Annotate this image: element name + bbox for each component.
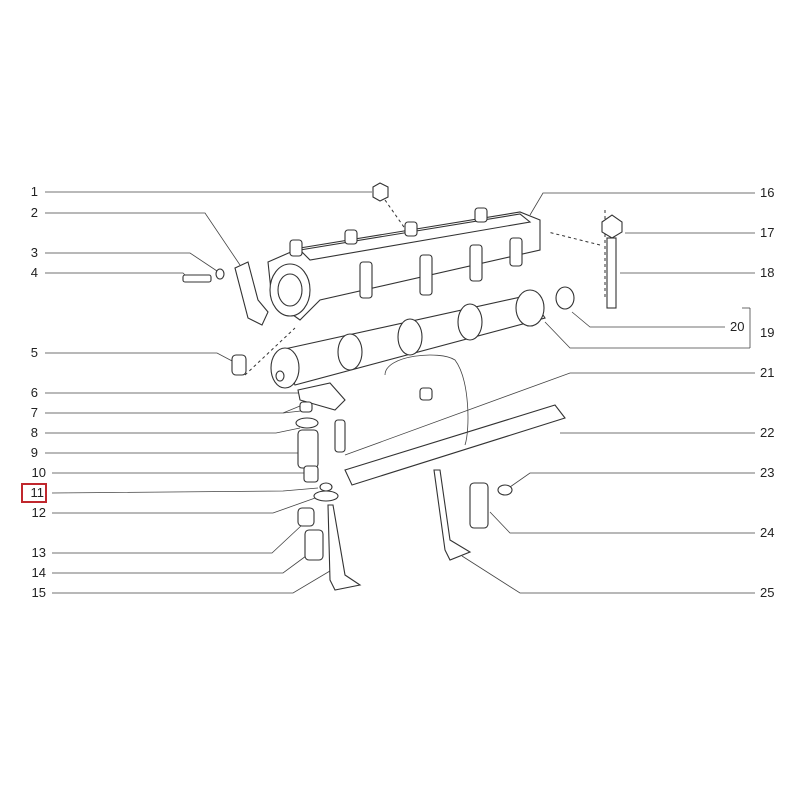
callout-2[interactable]: 2 [30, 205, 38, 220]
rocker-shaft-housing [267, 207, 541, 321]
dowel-5 [231, 354, 247, 376]
callout-22[interactable]: 22 [760, 425, 775, 440]
small-parts [182, 182, 623, 591]
callout-3[interactable]: 3 [30, 245, 38, 260]
valve-25 [433, 469, 472, 561]
collets-7 [299, 401, 313, 413]
wire-21 [384, 354, 469, 446]
leader-lines-right [344, 192, 755, 594]
seal-ring-23 [497, 484, 513, 496]
callout-19[interactable]: 19 [760, 325, 775, 340]
adjuster-screw [334, 419, 346, 453]
valve-15 [327, 504, 362, 591]
bolt-4 [182, 274, 212, 283]
callout-15[interactable]: 15 [31, 585, 46, 600]
callout-21[interactable]: 21 [760, 365, 775, 380]
callout-13[interactable]: 13 [31, 545, 46, 560]
spring-cap-8 [295, 417, 319, 429]
assembly-arrow [547, 231, 601, 246]
callout-24[interactable]: 24 [760, 525, 775, 540]
valve-guide-14 [304, 529, 324, 561]
stud-18 [606, 237, 617, 309]
outer-spring-9 [297, 429, 319, 469]
leader-lines-left [45, 191, 372, 594]
camshaft [270, 286, 575, 389]
rocker-6 [297, 382, 346, 411]
callout-9[interactable]: 9 [30, 445, 38, 460]
inner-spring-10 [303, 465, 319, 483]
callout-7[interactable]: 7 [30, 405, 38, 420]
callout-20[interactable]: 20 [730, 319, 745, 334]
callout-14[interactable]: 14 [31, 565, 46, 580]
injector-rail-22 [344, 404, 566, 486]
callout-17[interactable]: 17 [760, 225, 775, 240]
callout-12[interactable]: 12 [31, 505, 46, 520]
callout-16[interactable]: 16 [760, 185, 775, 200]
washer-12 [313, 490, 339, 502]
nut-1 [372, 182, 389, 202]
callout-18[interactable]: 18 [760, 265, 775, 280]
selected-callout-highlight [21, 483, 47, 503]
callout-4[interactable]: 4 [30, 265, 38, 280]
valve-seal-13 [297, 507, 315, 527]
callout-10[interactable]: 10 [31, 465, 46, 480]
callout-1[interactable]: 1 [30, 184, 38, 199]
bracket-2 [234, 261, 269, 326]
callout-5[interactable]: 5 [30, 345, 38, 360]
nut-17 [601, 214, 623, 239]
callout-23[interactable]: 23 [760, 465, 775, 480]
callout-11[interactable]: 11 [30, 485, 45, 500]
callout-8[interactable]: 8 [30, 425, 38, 440]
spring-seat-11 [319, 482, 333, 492]
valve-guide-24 [469, 482, 489, 529]
washer-3 [215, 268, 225, 280]
callout-6[interactable]: 6 [30, 385, 38, 400]
callout-25[interactable]: 25 [760, 585, 775, 600]
